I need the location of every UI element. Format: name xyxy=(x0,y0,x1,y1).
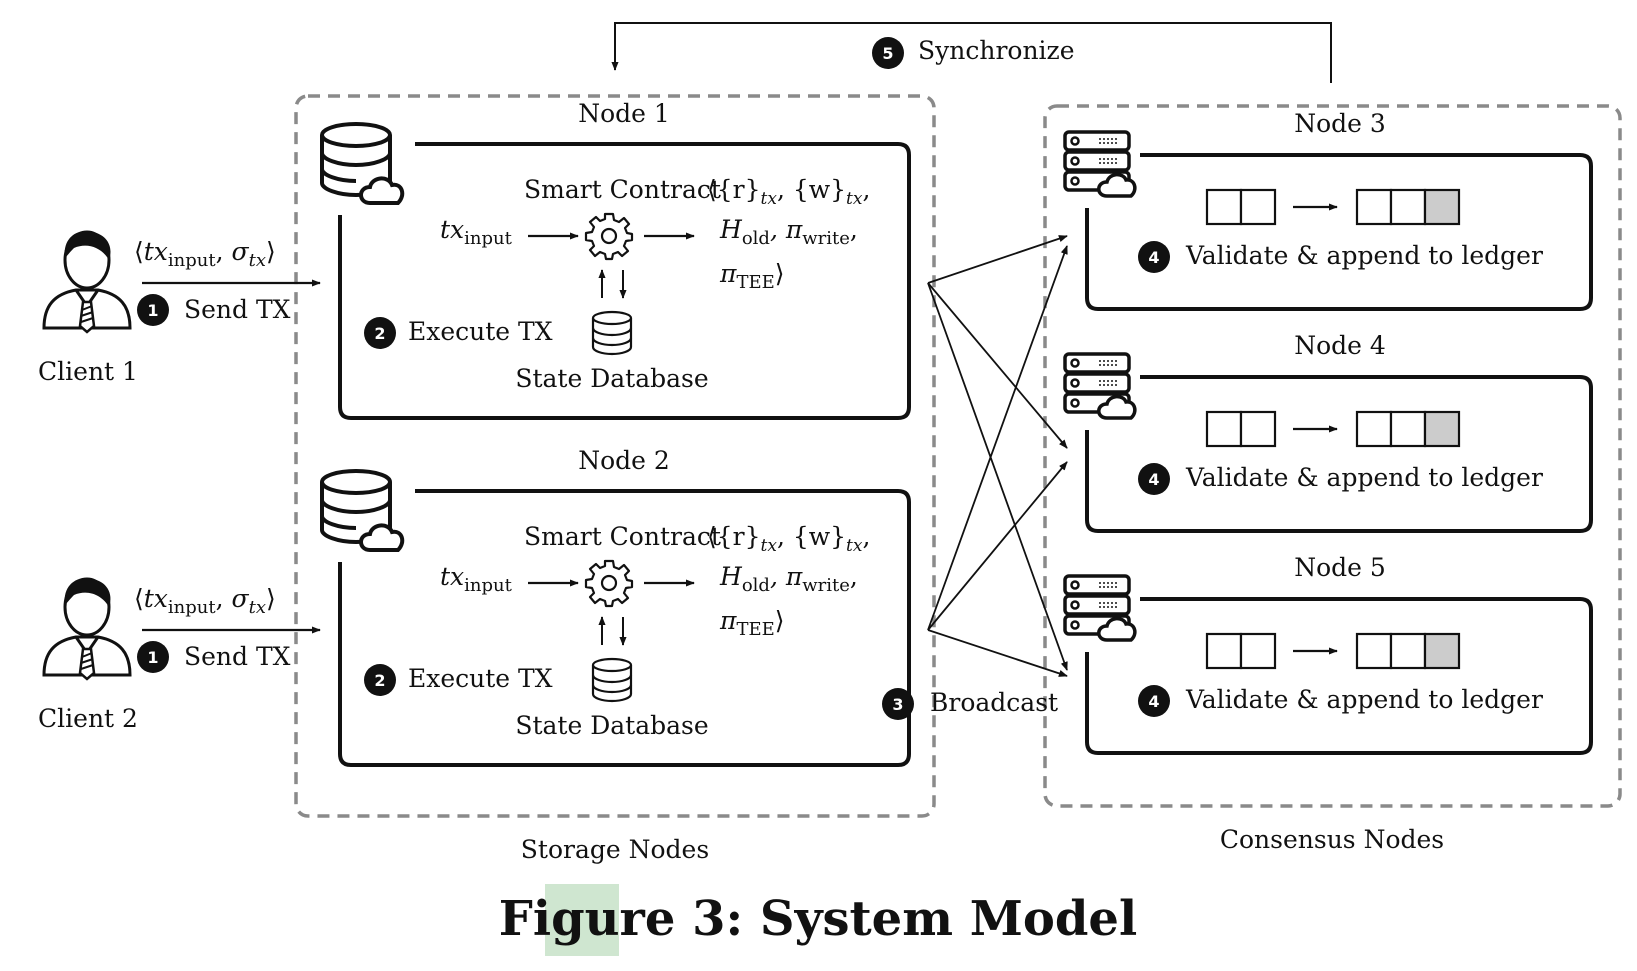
consensus-nodes-group xyxy=(1043,104,1622,808)
smart-contract-label: Smart Contract xyxy=(524,522,721,551)
database-cloud-icon xyxy=(320,122,405,205)
node-title: Node 4 xyxy=(1294,331,1386,360)
step-1-badge xyxy=(137,294,169,326)
server-cloud-icon xyxy=(1063,352,1137,420)
execute-tx-label: Execute TX xyxy=(408,664,553,693)
hash-proof-line: Hold, πwrite, xyxy=(719,215,858,249)
step-2-badge xyxy=(364,664,396,696)
consensus-node-5: Node 5 4 Validate & append to ledger xyxy=(1063,553,1593,755)
caption-highlight xyxy=(545,884,619,956)
validate-append-label: Validate & append to ledger xyxy=(1185,463,1543,492)
synchronize-label: Synchronize xyxy=(918,36,1075,65)
send-tx-label: Send TX xyxy=(184,295,291,324)
step-4-badge xyxy=(1138,463,1170,495)
svg-text:4: 4 xyxy=(1148,692,1159,711)
consensus-nodes-label: Consensus Nodes xyxy=(1220,825,1444,854)
tee-proof-line: πTEE⟩ xyxy=(719,259,785,293)
tx-tuple: ⟨txinput, σtx⟩ xyxy=(134,237,276,271)
storage-node-1: Node 1 Smart Contract ⟨{r}tx, {w}tx, txi… xyxy=(320,99,911,420)
step-5-badge: 5 xyxy=(872,37,904,69)
step-3-badge xyxy=(882,688,914,720)
tx-input-label: txinput xyxy=(440,562,513,596)
node-title: Node 1 xyxy=(578,99,670,128)
person-icon xyxy=(42,576,132,681)
svg-text:1: 1 xyxy=(147,648,158,667)
ledger-blocks xyxy=(1207,190,1459,224)
broadcast-label: Broadcast xyxy=(930,688,1058,717)
tx-tuple: ⟨txinput, σtx⟩ xyxy=(134,584,276,618)
hash-proof-line: Hold, πwrite, xyxy=(719,562,858,596)
ledger-blocks xyxy=(1207,412,1459,446)
gear-icon xyxy=(584,559,634,608)
svg-text:1: 1 xyxy=(147,301,158,320)
svg-text:5: 5 xyxy=(882,44,893,63)
server-cloud-icon xyxy=(1063,130,1137,198)
client-name: Client 2 xyxy=(38,704,138,733)
figure-caption: Figure 3: System Model xyxy=(499,891,1137,947)
svg-text:4: 4 xyxy=(1148,248,1159,267)
state-database-icon xyxy=(591,657,633,703)
client-2: Client 2 ⟨txinput, σtx⟩ 1 Send TX xyxy=(38,576,321,733)
execute-tx-label: Execute TX xyxy=(408,317,553,346)
client-name: Client 1 xyxy=(38,357,138,386)
svg-text:4: 4 xyxy=(1148,470,1159,489)
storage-nodes-label: Storage Nodes xyxy=(521,835,709,864)
ledger-blocks xyxy=(1207,634,1459,668)
server-cloud-icon xyxy=(1063,574,1137,642)
node-title: Node 2 xyxy=(578,446,670,475)
consensus-node-3: Node 3 4 Validate & append to ledger xyxy=(1063,109,1593,311)
tee-proof-line: πTEE⟩ xyxy=(719,606,785,640)
state-database-label: State Database xyxy=(515,364,708,393)
consensus-node-4: Node 4 4 Validate & append to ledger xyxy=(1063,331,1593,533)
svg-text:2: 2 xyxy=(374,324,385,343)
smart-contract-label: Smart Contract xyxy=(524,175,721,204)
step-2-badge xyxy=(364,317,396,349)
read-write-set: ⟨{r}tx, {w}tx, xyxy=(707,522,870,556)
storage-nodes-group xyxy=(294,94,936,818)
node-title: Node 5 xyxy=(1294,553,1386,582)
node-title: Node 3 xyxy=(1294,109,1386,138)
state-database-icon xyxy=(591,310,633,356)
tx-input-label: txinput xyxy=(440,215,513,249)
client-1: Client 1 ⟨txinput, σtx⟩ 1 Send TX xyxy=(38,229,321,386)
step-4-badge xyxy=(1138,241,1170,273)
person-icon xyxy=(42,229,132,334)
step-1-badge xyxy=(137,641,169,673)
svg-text:3: 3 xyxy=(892,695,903,714)
state-database-label: State Database xyxy=(515,711,708,740)
validate-append-label: Validate & append to ledger xyxy=(1185,685,1543,714)
database-cloud-icon xyxy=(320,469,405,552)
step-4-badge xyxy=(1138,685,1170,717)
broadcast-arrows xyxy=(927,235,1068,677)
synchronize-path xyxy=(611,22,1332,83)
gear-icon xyxy=(584,212,634,261)
send-tx-label: Send TX xyxy=(184,642,291,671)
read-write-set: ⟨{r}tx, {w}tx, xyxy=(707,175,870,209)
storage-node-2: Node 2 Smart Contract ⟨{r}tx, {w}tx, txi… xyxy=(320,446,911,767)
svg-text:2: 2 xyxy=(374,671,385,690)
validate-append-label: Validate & append to ledger xyxy=(1185,241,1543,270)
